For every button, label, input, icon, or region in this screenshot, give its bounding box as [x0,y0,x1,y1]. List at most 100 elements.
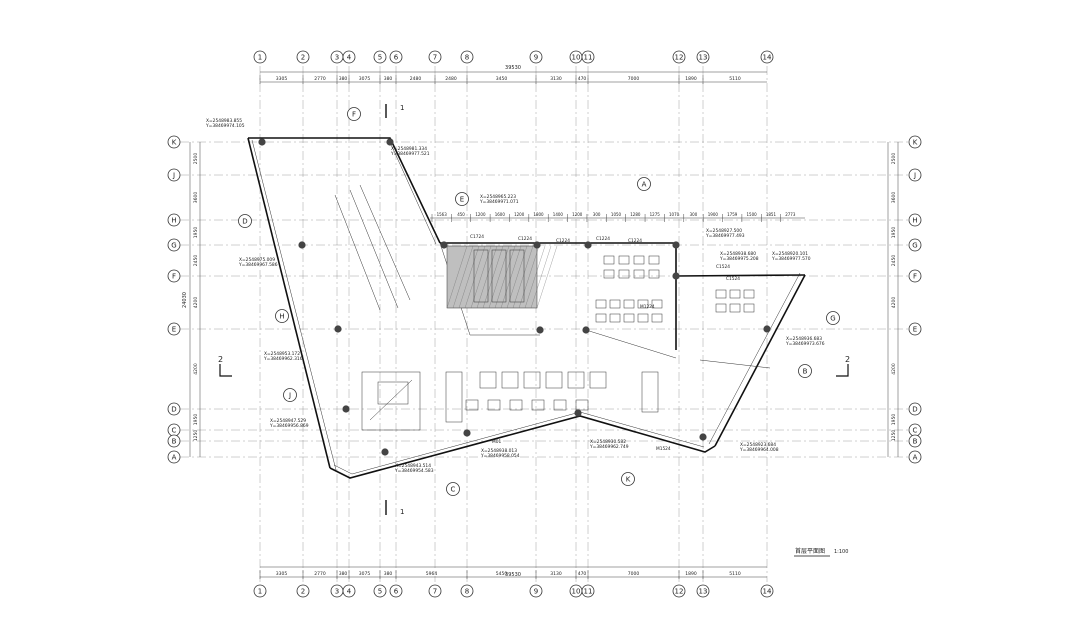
grid-bubble-right-J: J [908,168,922,182]
bench-left [445,371,463,423]
workstation-14 [609,313,621,323]
section-mark-right: 2 [836,355,850,377]
grid-bubble-left-H: H [167,213,181,227]
office-desk-7-table [648,269,660,279]
callout-D-circle [238,214,252,228]
svg-text:2: 2 [845,355,850,364]
section-mark-left: 2 [218,355,232,377]
inner-dim-6: 1400 [553,212,564,217]
hatch-line-10 [506,245,528,309]
grid-bubble-bottom-9: 9 [529,584,543,598]
callout-G: G [826,311,840,325]
office-desk-4-table [603,269,615,279]
workstation-14-table [609,313,621,323]
door-tag-0: C1724 [470,234,484,240]
grid-bubble-bottom-2: 2 [296,584,310,598]
inner-dim-14: 1900 [708,212,719,217]
cafe-table-27-table [545,371,563,389]
grid-bubble-top-11: 11 [581,50,595,64]
grid-bubble-right-G: G [908,238,922,252]
door-tag-3: C1224 [596,236,610,242]
grid-bubble-right-F-circle [908,269,922,283]
column-3 [334,325,342,333]
grid-bubble-left-D: D [167,402,181,416]
grid-bubble-right-E-circle [908,322,922,336]
grid-bubble-left-F: F [167,269,181,283]
coordinate-x-8: X=2548930.582 [590,439,626,445]
meeting-tables [445,255,755,423]
bottom-dim-5: 5964 [426,571,438,577]
callout-G-label: G [830,315,835,323]
hatch-line-4 [470,245,492,309]
callout-A: A [637,177,651,191]
cafe-table-29-table [589,371,607,389]
grid-bubble-top-14-label: 14 [763,54,772,62]
workstation-17 [651,313,663,323]
grid-bubble-bottom-1-label: 1 [258,588,262,596]
grid-bubble-right-B-circle [908,434,922,448]
callout-K-circle [621,472,635,486]
meeting-seat-18 [715,289,727,299]
grid-bubble-bottom-1: 1 [253,584,267,598]
grid-bubble-right-D: D [908,402,922,416]
column-11 [584,241,592,249]
coordinate-x-7: X=2548938.013 [481,448,517,454]
grid-bubble-top-8-circle [460,50,474,64]
grid-bubble-bottom-12-label: 12 [675,588,684,596]
workstation-15-table [623,313,635,323]
top-dim-2: 380 [339,76,348,82]
right-dim-7: 1250 [891,430,897,442]
section-mark-top: 1 [385,104,404,118]
workstation-16-table [637,313,649,323]
grid-bubble-top-12-label: 12 [675,54,684,62]
grid-bubble-top-1-label: 1 [258,54,262,62]
grid-bubble-top-1-circle [253,50,267,64]
callout-B: B [798,364,812,378]
column-16 [582,326,590,334]
bottom-dim-3: 3075 [359,571,371,577]
callout-F: F [347,107,361,121]
callout-J-circle [283,388,297,402]
office-desk-5 [618,269,630,279]
coordinate-y-13: Y=38469977.570 [771,256,811,262]
cafe-table-26-table [523,371,541,389]
grid-bubble-bottom-12-circle [672,584,686,598]
column-14 [672,272,680,280]
office-desk-1-table [618,255,630,265]
grid-bubble-left-G: G [167,238,181,252]
cafe-table-27 [545,371,563,389]
coordinate-x-5: X=2548947.529 [270,418,306,424]
grid-bubble-left-G-label: G [171,242,176,250]
drawing-title: 首层平面图 [795,547,825,555]
grid-bubble-right-E-label: E [913,326,917,334]
left-dim-2: 1950 [193,227,199,239]
lounge-chair-35-table [575,399,589,411]
structural-columns [258,138,771,456]
grid-bubble-top-7-circle [428,50,442,64]
overall-dimension-bottom: 39530 [505,572,521,578]
callout-E-circle [455,192,469,206]
grid-bubble-left-H-circle [167,213,181,227]
workstation-8-table [595,299,607,309]
office-desk-0-table [603,255,615,265]
bench-left-table [445,371,463,423]
office-desk-5-table [618,269,630,279]
inner-dim-11: 1275 [650,212,661,217]
grid-bubble-bottom-5-label: 5 [378,588,382,596]
coordinate-x-11: X=2548938.680 [720,251,756,257]
grid-bubble-bottom-8: 8 [460,584,474,598]
grid-bubble-left-C-label: C [172,427,177,435]
grid-bubble-bottom-7: 7 [428,584,442,598]
workstation-13 [595,313,607,323]
meeting-seat-22 [729,303,741,313]
column-5 [381,448,389,456]
grid-bubble-top-1: 1 [253,50,267,64]
